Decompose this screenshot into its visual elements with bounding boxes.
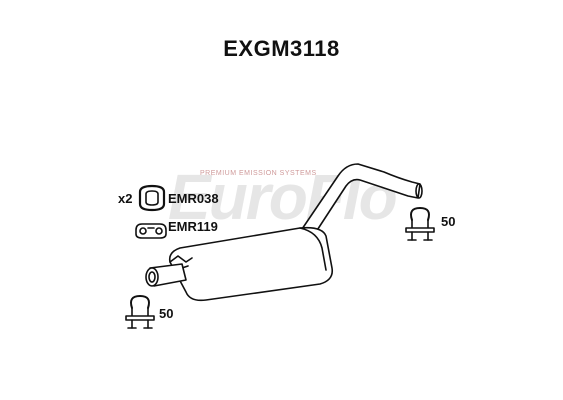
rear-silencer-icon	[145, 163, 423, 302]
part-code: EMR119	[168, 219, 218, 234]
u-bolt-clamp-icon	[125, 295, 155, 329]
rubber-hanger-icon	[135, 223, 167, 239]
watermark-tagline: PREMIUM EMISSION SYSTEMS	[200, 170, 317, 177]
part-code: EMR038	[168, 191, 219, 206]
clamp-size: 50	[441, 214, 456, 229]
u-bolt-clamp-icon	[405, 207, 435, 241]
part-quantity: x2	[118, 191, 133, 206]
part-number-title: EXGM3118	[223, 36, 340, 61]
gasket-ring-icon	[138, 184, 166, 212]
clamp-size: 50	[159, 306, 174, 321]
